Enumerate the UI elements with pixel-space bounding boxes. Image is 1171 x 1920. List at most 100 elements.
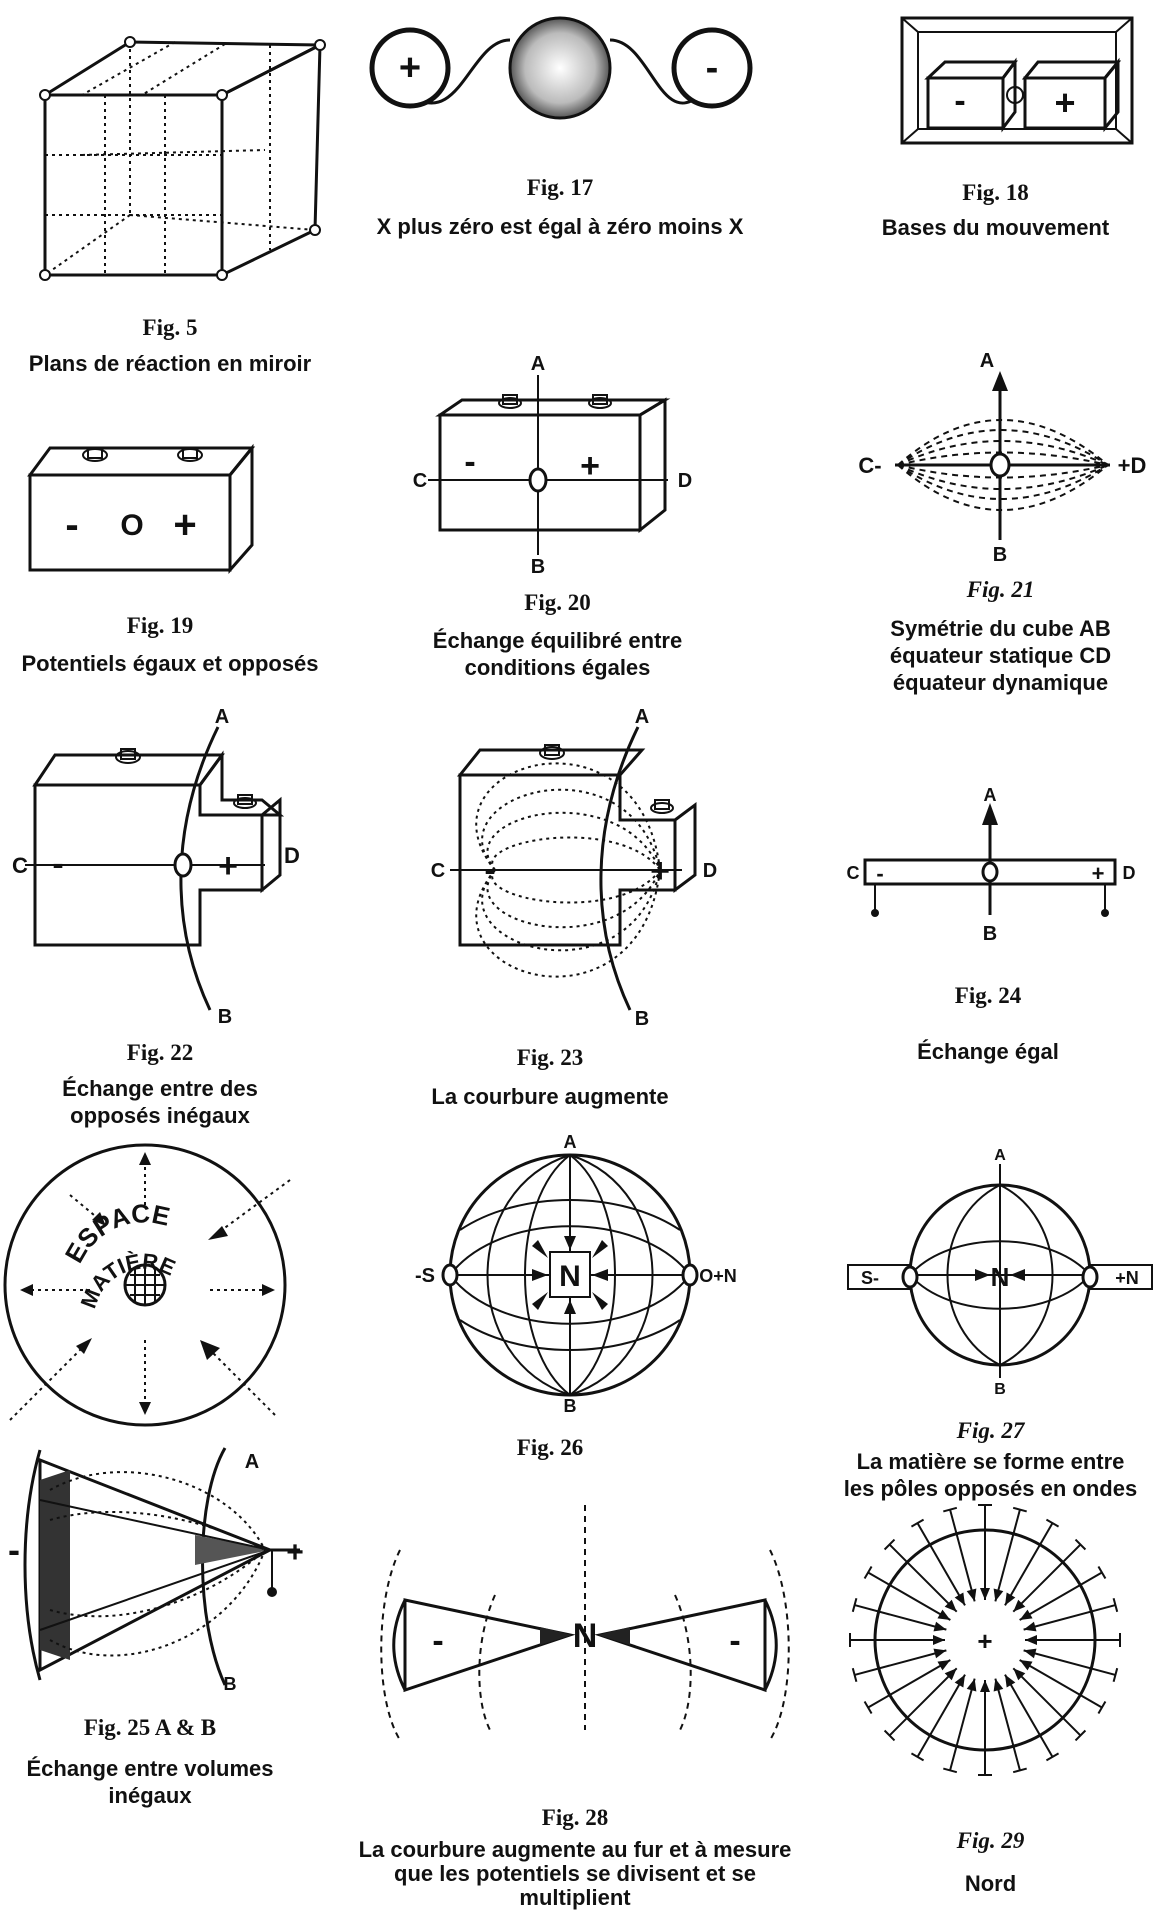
fig25-label: Fig. 25 A & B bbox=[83, 1715, 217, 1740]
fig29-spoke bbox=[888, 1543, 958, 1613]
fig29-spoke bbox=[867, 1571, 951, 1621]
fig19-plus-sign: + bbox=[173, 503, 196, 547]
fig29-spoke-cap bbox=[1045, 1752, 1060, 1762]
fig29-arrowhead bbox=[1023, 1621, 1037, 1632]
fig29-arrowhead bbox=[1013, 1599, 1026, 1612]
fig17-caption: X plus zéro est égal à zéro moins X bbox=[376, 214, 744, 239]
fig18-drawing: - + bbox=[900, 16, 1134, 145]
fig27-panel: N A B S- +N Fig. 27 La matière se forme … bbox=[840, 1147, 1171, 1510]
fig25-caption-line-2: inégaux bbox=[108, 1783, 192, 1808]
fig23-drawing: A B C D - + bbox=[431, 706, 717, 1030]
fig17-minus-sign: - bbox=[706, 47, 719, 89]
fig21-drawing: A B C- +D bbox=[858, 350, 1147, 566]
fig29-arrowhead bbox=[1013, 1668, 1026, 1681]
fig24-label-D: D bbox=[1123, 863, 1136, 883]
fig24-caption: Échange égal bbox=[917, 1039, 1059, 1064]
fig29-spoke-cap bbox=[851, 1598, 858, 1613]
fig27-label: Fig. 27 bbox=[956, 1418, 1025, 1443]
fig17-label: Fig. 17 bbox=[526, 175, 594, 200]
fig29-spoke bbox=[916, 1522, 966, 1606]
fig29-spoke bbox=[1012, 1667, 1082, 1737]
fig28-N-letter: N bbox=[573, 1617, 598, 1655]
fig29-spoke bbox=[949, 1678, 976, 1771]
fig24-label: Fig. 24 bbox=[954, 983, 1022, 1008]
fig23-label: Fig. 23 bbox=[516, 1045, 584, 1070]
fig29-spoke bbox=[994, 1678, 1021, 1771]
fig22-minus-sign: - bbox=[52, 845, 63, 883]
fig18-minus-sign: - bbox=[954, 82, 965, 120]
fig25-label-B: B bbox=[224, 1674, 237, 1694]
fig29-arrowhead bbox=[933, 1648, 947, 1659]
fig19-drawing: - O + bbox=[27, 443, 256, 574]
fig29-label: Fig. 29 bbox=[956, 1828, 1025, 1853]
fig29-spoke bbox=[854, 1649, 947, 1676]
fig23-panel: A B C D - + Fig. 23 La courbure augmente bbox=[410, 705, 730, 1115]
fig17-plus-sign: + bbox=[399, 47, 421, 89]
fig20-drawing: A B C D - + bbox=[413, 353, 692, 578]
fig22-label-D: D bbox=[284, 843, 300, 868]
fig29-plus-sign: + bbox=[977, 1626, 992, 1656]
fig26-label-B: B bbox=[564, 1396, 577, 1416]
fig29-arrowhead bbox=[1005, 1592, 1016, 1606]
fig29-spoke bbox=[1012, 1543, 1082, 1613]
fig28-minus-right: - bbox=[729, 1622, 740, 1660]
fig29-arrowhead bbox=[954, 1674, 965, 1688]
fig29-arrowhead bbox=[944, 1599, 957, 1612]
fig29-spoke bbox=[867, 1659, 951, 1709]
fig29-spoke-cap bbox=[883, 1729, 896, 1742]
fig29-spoke-cap bbox=[863, 1700, 873, 1715]
fig29-drawing: + bbox=[849, 1504, 1121, 1776]
fig24-label-B: B bbox=[983, 923, 997, 945]
fig29-spoke bbox=[854, 1604, 947, 1631]
fig20-label: Fig. 20 bbox=[524, 590, 591, 615]
fig29-arrowhead bbox=[937, 1660, 951, 1671]
fig28-caption-line-3: multiplient bbox=[519, 1885, 631, 1910]
fig21-label: Fig. 21 bbox=[966, 577, 1035, 602]
fig29-arrowhead bbox=[1023, 1648, 1037, 1659]
fig5-caption: Plans de réaction en miroir bbox=[28, 351, 312, 376]
fig29-spoke-cap bbox=[943, 1767, 958, 1774]
fig29-spoke-cap bbox=[1012, 1506, 1027, 1513]
fig22-plus-sign: + bbox=[218, 847, 238, 885]
fig21-label-A: A bbox=[980, 350, 994, 372]
fig29-spoke bbox=[949, 1509, 976, 1602]
fig22-caption-line-2: opposés inégaux bbox=[70, 1103, 250, 1128]
fig21-label-C: C- bbox=[858, 453, 881, 478]
fig29-spoke-cap bbox=[1012, 1767, 1027, 1774]
fig23-minus-sign: - bbox=[484, 851, 495, 889]
fig24-label-C: C bbox=[847, 863, 860, 883]
fig27-drawing: N A B S- +N bbox=[847, 1147, 1153, 1398]
fig21-label-D: +D bbox=[1118, 453, 1147, 478]
fig29-spoke bbox=[1023, 1649, 1116, 1676]
fig26-label-A: A bbox=[564, 1132, 577, 1152]
fig24-panel: - + A B C D Fig. 24 Échange égal bbox=[835, 785, 1171, 1075]
fig29-spoke bbox=[1004, 1674, 1054, 1758]
fig29-spoke bbox=[888, 1667, 958, 1737]
fig29-spoke-cap bbox=[1045, 1518, 1060, 1528]
fig19-label: Fig. 19 bbox=[126, 613, 194, 638]
fig27-label-B: B bbox=[994, 1381, 1006, 1398]
fig29-arrowhead bbox=[980, 1588, 990, 1600]
fig29-arrowhead bbox=[933, 1635, 945, 1645]
fig28-caption-line-2: que les potentiels se divisent et se bbox=[394, 1861, 756, 1886]
fig22-panel: A B C D - + Fig. 22 Échange entre des op… bbox=[0, 705, 320, 1128]
fig29-spoke-cap bbox=[1097, 1700, 1107, 1715]
fig18-panel: - + Fig. 18 Bases du mouvement bbox=[860, 0, 1171, 250]
fig20-label-C: C bbox=[413, 470, 427, 492]
space-matter-panel: ESPACE MATIÈRE bbox=[0, 1140, 300, 1430]
fig29-spoke-cap bbox=[1112, 1598, 1119, 1613]
fig26-panel: N A B -S O+N Fig. 26 bbox=[400, 1130, 740, 1470]
fig26-label-N: O+N bbox=[699, 1266, 737, 1286]
fig29-arrowhead bbox=[980, 1680, 990, 1692]
fig20-label-A: A bbox=[531, 353, 545, 375]
fig24-plus-sign: + bbox=[1092, 861, 1105, 886]
fig29-arrowhead bbox=[1019, 1609, 1033, 1620]
fig29-spoke-cap bbox=[863, 1565, 873, 1580]
fig25-plus-sign: + bbox=[286, 1536, 304, 1569]
fig29-spoke-cap bbox=[1097, 1565, 1107, 1580]
fig27-label-N: +N bbox=[1115, 1268, 1139, 1288]
fig20-label-D: D bbox=[678, 470, 692, 492]
fig18-plus-sign: + bbox=[1054, 82, 1075, 123]
fig29-arrowhead bbox=[966, 1678, 977, 1692]
fig29-spoke-cap bbox=[910, 1752, 925, 1762]
